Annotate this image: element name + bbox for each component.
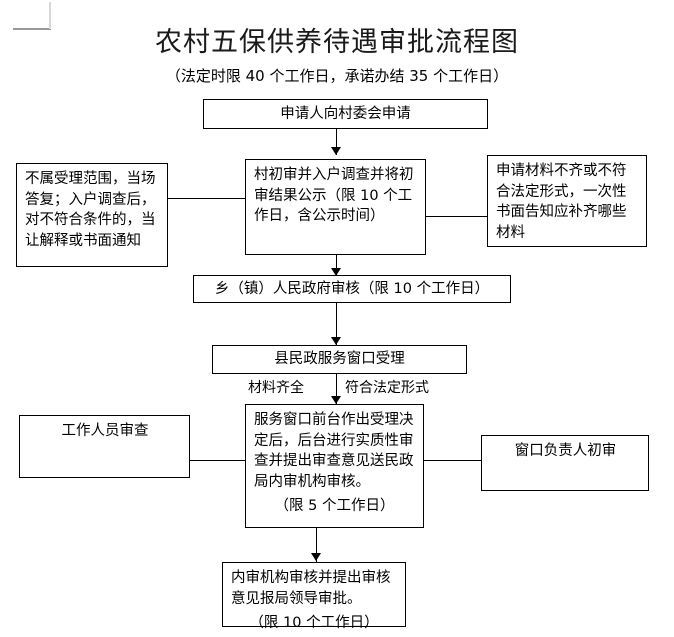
page-subtitle: （法定时限 40 个工作日，承诺办结 35 个工作日）	[165, 67, 509, 85]
node-township-government-review-label: 乡（镇）人民政府审核（限 10 个工作日）	[214, 280, 490, 297]
node-staff-review[interactable]: 工作人员审查	[19, 415, 190, 478]
connector-out-of-scope-to-village	[167, 198, 246, 199]
arrowhead-village-to-township	[331, 268, 341, 276]
node-village-preliminary-review[interactable]: 村初审并入户调查并将初审结果公示（限 10 个工作日，含公示时间）	[245, 159, 426, 255]
connector-apply-to-village	[336, 128, 337, 155]
corner-crop-mark-horizontal	[13, 28, 51, 30]
node-apply-to-village-committee[interactable]: 申请人向村委会申请	[203, 99, 488, 129]
connector-decision-to-internal-audit	[316, 527, 317, 564]
arrowhead-apply-to-village	[331, 147, 341, 155]
node-internal-audit-review-label: 内审机构审核并提出审核意见报局领导审批。	[231, 570, 391, 607]
edge-label-conforms-legal-form: 符合法定形式	[345, 380, 429, 396]
arrowhead-county-window-to-decision	[331, 396, 341, 404]
node-window-acceptance-decision[interactable]: 服务窗口前台作出受理决定后，后台进行实质性审查并提出审查意见送民政局内审机构审核…	[245, 404, 424, 528]
node-county-civil-affairs-window-label: 县民政服务窗口受理	[274, 351, 405, 368]
node-window-supervisor-first-review[interactable]: 窗口负责人初审	[481, 435, 649, 491]
arrowhead-township-to-county-window	[331, 337, 341, 345]
node-out-of-scope-reply-label: 不属受理范围，当场答复；入户调查后，对不符合条件的，当让解释或书面通知	[25, 171, 156, 249]
node-window-acceptance-time-limit: （限 5 个工作日）	[274, 498, 395, 515]
corner-crop-mark-vertical	[49, 2, 51, 29]
arrowhead-decision-to-internal-audit	[311, 553, 321, 561]
node-township-government-review[interactable]: 乡（镇）人民政府审核（限 10 个工作日）	[193, 275, 511, 303]
connector-township-to-county-window	[336, 302, 337, 345]
node-county-civil-affairs-window[interactable]: 县民政服务窗口受理	[212, 345, 467, 374]
node-internal-audit-time-limit: （限 10 个工作日）	[249, 615, 379, 632]
connector-staff-review-to-decision	[190, 460, 246, 461]
node-window-acceptance-decision-label: 服务窗口前台作出受理决定后，后台进行实质性审查并提出审查意见送民政局内审机构审核…	[254, 412, 414, 490]
page-title: 农村五保供养待遇审批流程图	[155, 27, 519, 58]
node-staff-review-label: 工作人员审查	[61, 423, 149, 439]
edge-label-materials-complete: 材料齐全	[248, 380, 304, 396]
connector-decision-to-window-supervisor	[424, 460, 481, 461]
node-out-of-scope-reply[interactable]: 不属受理范围，当场答复；入户调查后，对不符合条件的，当让解释或书面通知	[16, 163, 168, 267]
node-internal-audit-review[interactable]: 内审机构审核并提出审核意见报局领导审批。 （限 10 个工作日）	[222, 562, 406, 631]
node-window-supervisor-first-review-label: 窗口负责人初审	[514, 443, 617, 459]
connector-village-to-township	[336, 255, 337, 277]
node-incomplete-materials-notice[interactable]: 申请材料不齐或不符合法定形式，一次性书面告知应补齐哪些材料	[487, 155, 647, 247]
node-village-preliminary-review-label: 村初审并入户调查并将初审结果公示（限 10 个工作日，含公示时间）	[254, 167, 414, 225]
node-incomplete-materials-notice-label: 申请材料不齐或不符合法定形式，一次性书面告知应补齐哪些材料	[496, 163, 627, 241]
connector-county-window-to-decision	[336, 373, 337, 404]
connector-village-to-incomplete-materials	[425, 216, 488, 217]
node-apply-to-village-committee-label: 申请人向村委会申请	[280, 105, 411, 122]
